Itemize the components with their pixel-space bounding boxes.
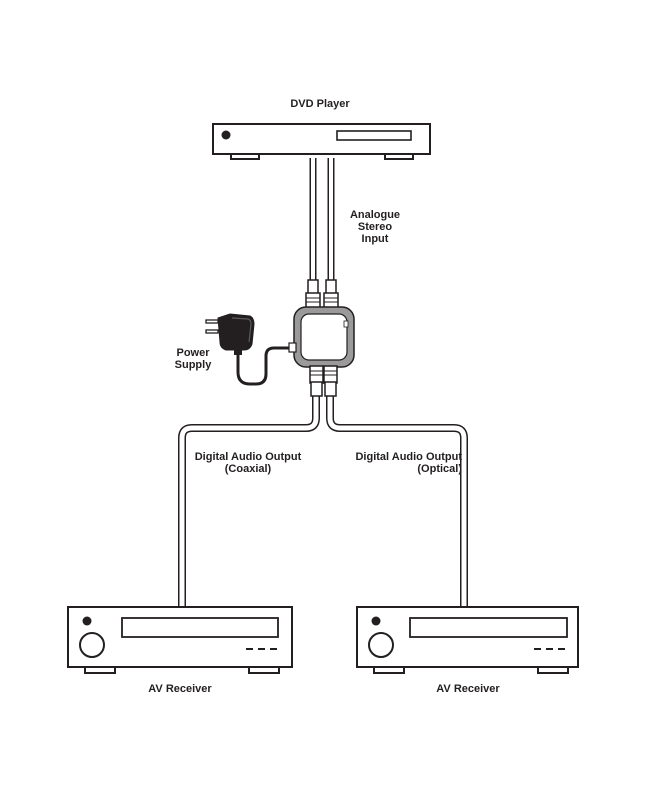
av-receiver-right	[356, 606, 579, 674]
display-panel	[409, 617, 568, 638]
power-supply-label: Power Supply	[166, 347, 220, 371]
label-line: Digital Audio Output	[194, 451, 302, 463]
label-line: Analogue	[349, 209, 401, 221]
volume-knob-icon	[79, 632, 105, 658]
power-button-icon	[221, 130, 231, 140]
label-line: Digital Audio Output	[355, 451, 462, 463]
coaxial-output-cable	[178, 395, 320, 610]
power-cable	[236, 346, 296, 386]
disc-tray	[336, 130, 412, 141]
optical-plug	[323, 365, 338, 397]
optical-output-label: Digital Audio Output (Optical)	[350, 451, 462, 475]
rca-plug-left	[305, 279, 321, 310]
power-adapter-icon	[205, 313, 255, 355]
label-line: Supply	[174, 359, 212, 371]
av-receiver-right-label: AV Receiver	[436, 683, 500, 695]
coaxial-output-label: Digital Audio Output (Coaxial)	[185, 451, 311, 475]
coaxial-plug	[309, 365, 324, 397]
optical-output-cable	[326, 395, 468, 610]
av-receiver-left-label: AV Receiver	[148, 683, 212, 695]
audio-converter	[288, 306, 355, 368]
volume-knob-icon	[368, 632, 394, 658]
dvd-player-label: DVD Player	[290, 98, 350, 110]
av-receiver-left	[67, 606, 293, 674]
label-line: (Optical)	[417, 463, 462, 475]
power-button-icon	[82, 616, 92, 626]
label-line: (Coaxial)	[224, 463, 272, 475]
dc-input-port	[288, 342, 297, 353]
rca-plug-right	[323, 279, 339, 310]
display-panel	[121, 617, 279, 638]
power-button-icon	[371, 616, 381, 626]
label-line: Stereo	[357, 221, 393, 233]
dvd-player	[212, 123, 431, 160]
label-line: Power	[176, 347, 210, 359]
label-line: Input	[361, 233, 389, 245]
analogue-input-label: Analogue Stereo Input	[340, 209, 410, 245]
